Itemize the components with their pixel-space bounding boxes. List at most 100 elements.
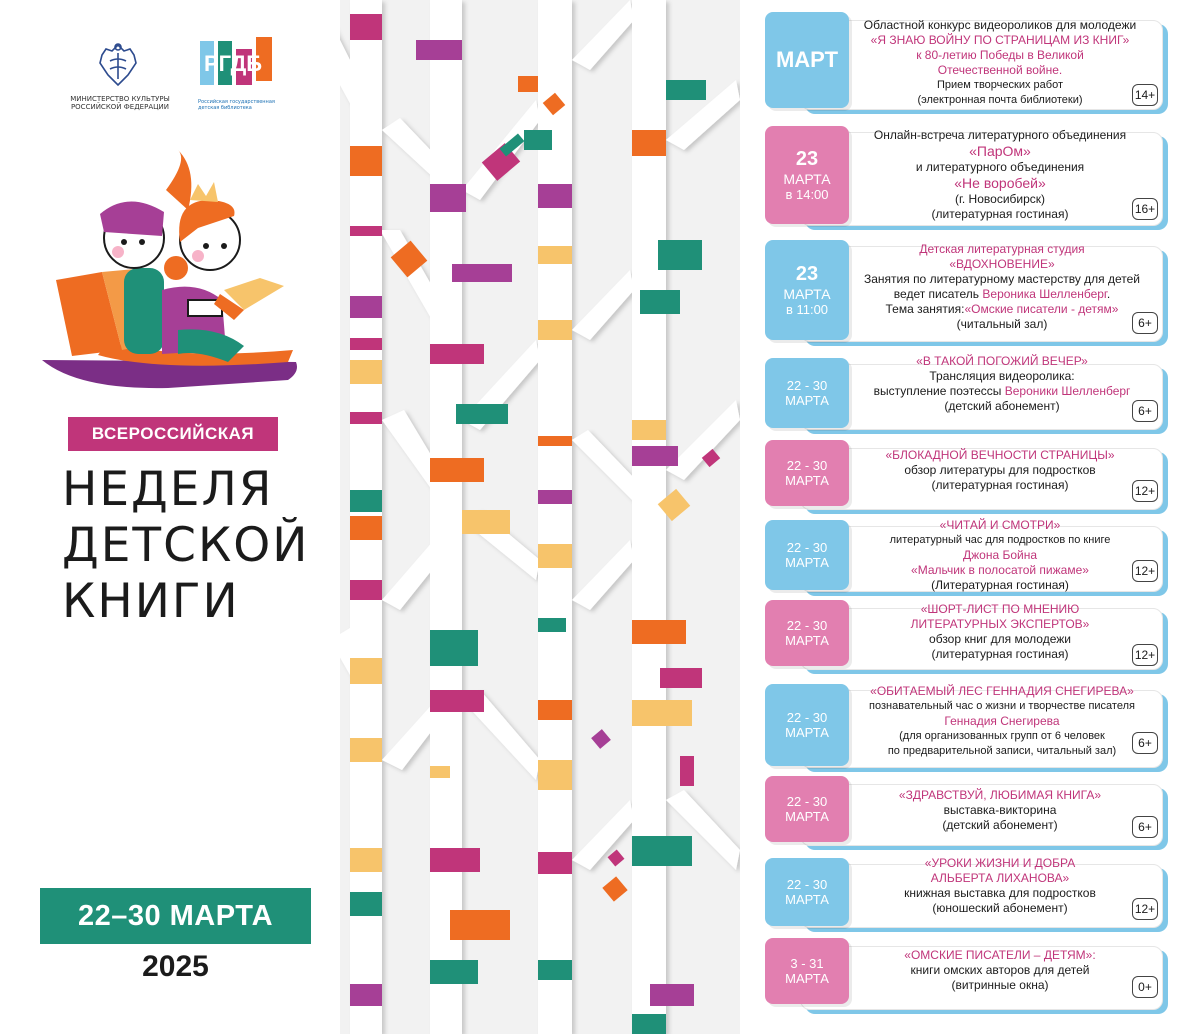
event-card	[800, 608, 1163, 670]
event-line: по предварительной записи, читальный зал…	[887, 745, 1117, 757]
event-date: 22 - 30 МАРТА	[765, 358, 849, 428]
event-text: «УРОКИ ЖИЗНИ И ДОБРА АЛЬБЕРТА ЛИХАНОВА» …	[846, 856, 1154, 916]
event-date: 22 - 30 МАРТА	[765, 684, 849, 766]
event-line: Онлайн-встреча литературного объединения	[873, 128, 1127, 142]
event-line: «ЗДРАВСТВУЙ, ЛЮБИМАЯ КНИГА»	[898, 788, 1102, 802]
age-rating: 12+	[1132, 644, 1158, 666]
event-date-line: 22 - 30	[786, 877, 828, 892]
event-date-line: МАРТА	[783, 286, 831, 302]
event-item: 23 МАРТА в 14:00 Онлайн-встреча литерату…	[760, 124, 1200, 226]
event-text: «ЧИТАЙ И СМОТРИ» литературный час для по…	[846, 518, 1154, 593]
event-line: (г. Новосибирск)	[954, 192, 1046, 206]
event-date-line: МАРТА	[785, 809, 829, 824]
event-line: Отечественной войне.	[937, 63, 1063, 77]
event-item: 22 - 30 МАРТА «УРОКИ ЖИЗНИ И ДОБРА АЛЬБЕ…	[760, 856, 1200, 928]
event-date-line: МАРТА	[785, 971, 829, 986]
mascot-children-reading-icon	[42, 150, 297, 389]
event-line: «Не воробей»	[954, 175, 1046, 191]
event-text: «ОБИТАЕМЫЙ ЛЕС ГЕННАДИЯ СНЕГИРЕВА» позна…	[844, 684, 1160, 759]
event-line: Занятия по литературному мастерству для …	[863, 272, 1141, 286]
event-text: «БЛОКАДНОЙ ВЕЧНОСТИ СТРАНИЦЫ» обзор лите…	[846, 448, 1154, 493]
event-card	[800, 690, 1163, 768]
logos: МИНИСТЕРСТВО КУЛЬТУРЫ РОССИЙСКОЙ ФЕДЕРАЦ…	[70, 35, 310, 115]
event-line: выставка-викторина	[943, 803, 1057, 817]
event-item: 22 - 30 МАРТА «ЗДРАВСТВУЙ, ЛЮБИМАЯ КНИГА…	[760, 776, 1200, 846]
event-text: «В ТАКОЙ ПОГОЖИЙ ВЕЧЕР» Трансляция видео…	[844, 354, 1160, 414]
event-date-line: МАРТА	[785, 555, 829, 570]
event-line: обзор книг для молодежи	[929, 632, 1071, 646]
event-line: Тема занятия:«Омские писатели - детям»	[885, 302, 1119, 316]
event-date-line: МАРТА	[785, 633, 829, 648]
event-date: 3 - 31 МАРТА	[765, 938, 849, 1004]
event-card	[800, 364, 1163, 430]
left-panel: МИНИСТЕРСТВО КУЛЬТУРЫ РОССИЙСКОЙ ФЕДЕРАЦ…	[0, 0, 340, 1034]
event-date-line: МАРТА	[785, 892, 829, 907]
age-rating: 6+	[1132, 312, 1158, 334]
event-card	[800, 946, 1163, 1010]
event-date-line: МАРТА	[785, 473, 829, 488]
event-date-line: МАРТА	[785, 393, 829, 408]
event-date-line: 22 - 30	[786, 458, 828, 473]
event-date-line: МАРТА	[785, 725, 829, 740]
age-rating: 12+	[1132, 898, 1158, 920]
event-date-line: МАРТА	[783, 171, 831, 187]
event-line: познавательный час о жизни и творчестве …	[869, 700, 1135, 712]
event-date-line: 22 - 30	[786, 794, 828, 809]
title-line-3: КНИГИ	[62, 574, 240, 629]
event-text: Детская литературная студия «ВДОХНОВЕНИЕ…	[844, 242, 1160, 332]
event-item: МАРТ Областной конкурс видеороликов для …	[760, 12, 1200, 110]
event-line: АЛЬБЕРТА ЛИХАНОВА»	[930, 871, 1070, 885]
event-item: 22 - 30 МАРТА «ЧИТАЙ И СМОТРИ» литератур…	[760, 518, 1200, 592]
rgdb-logo-letters: РГДБ	[204, 51, 262, 76]
event-card	[800, 132, 1163, 226]
event-card	[800, 246, 1163, 342]
event-line: «ЧИТАЙ И СМОТРИ»	[939, 518, 1061, 532]
event-line: Джона Бойна	[962, 548, 1037, 562]
event-item: 22 - 30 МАРТА «ШОРТ-ЛИСТ ПО МНЕНИЮ ЛИТЕР…	[760, 600, 1200, 670]
event-date: 22 - 30 МАРТА	[765, 858, 849, 926]
event-item: 22 - 30 МАРТА «В ТАКОЙ ПОГОЖИЙ ВЕЧЕР» Тр…	[760, 354, 1200, 430]
event-date-line: 22 - 30	[786, 378, 828, 393]
event-text: Онлайн-встреча литературного объединения…	[846, 128, 1154, 222]
event-date: 22 - 30 МАРТА	[765, 600, 849, 666]
rgdb-text: Российская государственная детская библи…	[198, 99, 275, 111]
event-line: «Мальчик в полосатой пижаме»	[911, 563, 1089, 577]
dates-badge: 22–30 МАРТА	[40, 888, 311, 944]
event-date-line: в 11:00	[785, 302, 829, 317]
event-line: (литературная гостиная)	[931, 207, 1069, 221]
event-line: Геннадия Снегирева	[944, 714, 1060, 728]
rgdb-logo-icon: РГДБ	[200, 37, 272, 85]
event-date-line: 22 - 30	[786, 540, 828, 555]
event-date-line: 23	[795, 148, 819, 170]
event-line: (витринные окна)	[951, 978, 1049, 992]
event-card	[800, 864, 1163, 928]
age-rating: 0+	[1132, 976, 1158, 998]
event-date-line: МАРТ	[775, 47, 839, 72]
event-line: ЛИТЕРАТУРНЫХ ЭКСПЕРТОВ»	[910, 617, 1090, 631]
event-line: «ШОРТ-ЛИСТ ПО МНЕНИЮ	[920, 602, 1080, 616]
event-line: «ОМСКИЕ ПИСАТЕЛИ – ДЕТЯМ»:	[904, 948, 1096, 962]
event-line: обзор литературы для подростков	[904, 463, 1096, 477]
event-line: книжная выставка для подростков	[904, 886, 1096, 900]
event-line: Прием творческих работ	[937, 79, 1063, 91]
event-line: «УРОКИ ЖИЗНИ И ДОБРА	[924, 856, 1076, 870]
age-rating: 14+	[1132, 84, 1158, 106]
event-line: (читальный зал)	[956, 317, 1048, 331]
event-line: выступление поэтессы Вероники Шелленберг	[873, 384, 1131, 398]
event-line: (детский абонемент)	[942, 818, 1058, 832]
event-line: (литературная гостиная)	[931, 647, 1069, 661]
event-date: 22 - 30 МАРТА	[765, 776, 849, 842]
birch-trees-icon	[340, 0, 740, 1034]
event-item: 22 - 30 МАРТА «БЛОКАДНОЙ ВЕЧНОСТИ СТРАНИ…	[760, 440, 1200, 510]
title-line-1: НЕДЕЛЯ	[62, 462, 274, 517]
birch-trees-illustration	[340, 0, 740, 1034]
event-line: (детский абонемент)	[944, 399, 1060, 413]
event-item: 22 - 30 МАРТА «ОБИТАЕМЫЙ ЛЕС ГЕННАДИЯ СН…	[760, 682, 1200, 768]
event-date-line: 23	[795, 263, 819, 285]
event-line: «Я ЗНАЮ ВОЙНУ ПО СТРАНИЦАМ ИЗ КНИГ»	[870, 33, 1130, 47]
event-date: 22 - 30 МАРТА	[765, 520, 849, 590]
ministry-emblem-icon	[99, 43, 137, 87]
event-line: (Литературная гостиная)	[931, 578, 1069, 592]
event-date: 23 МАРТА в 11:00	[765, 240, 849, 340]
title-line-2: ДЕТСКОЙ	[62, 518, 310, 573]
